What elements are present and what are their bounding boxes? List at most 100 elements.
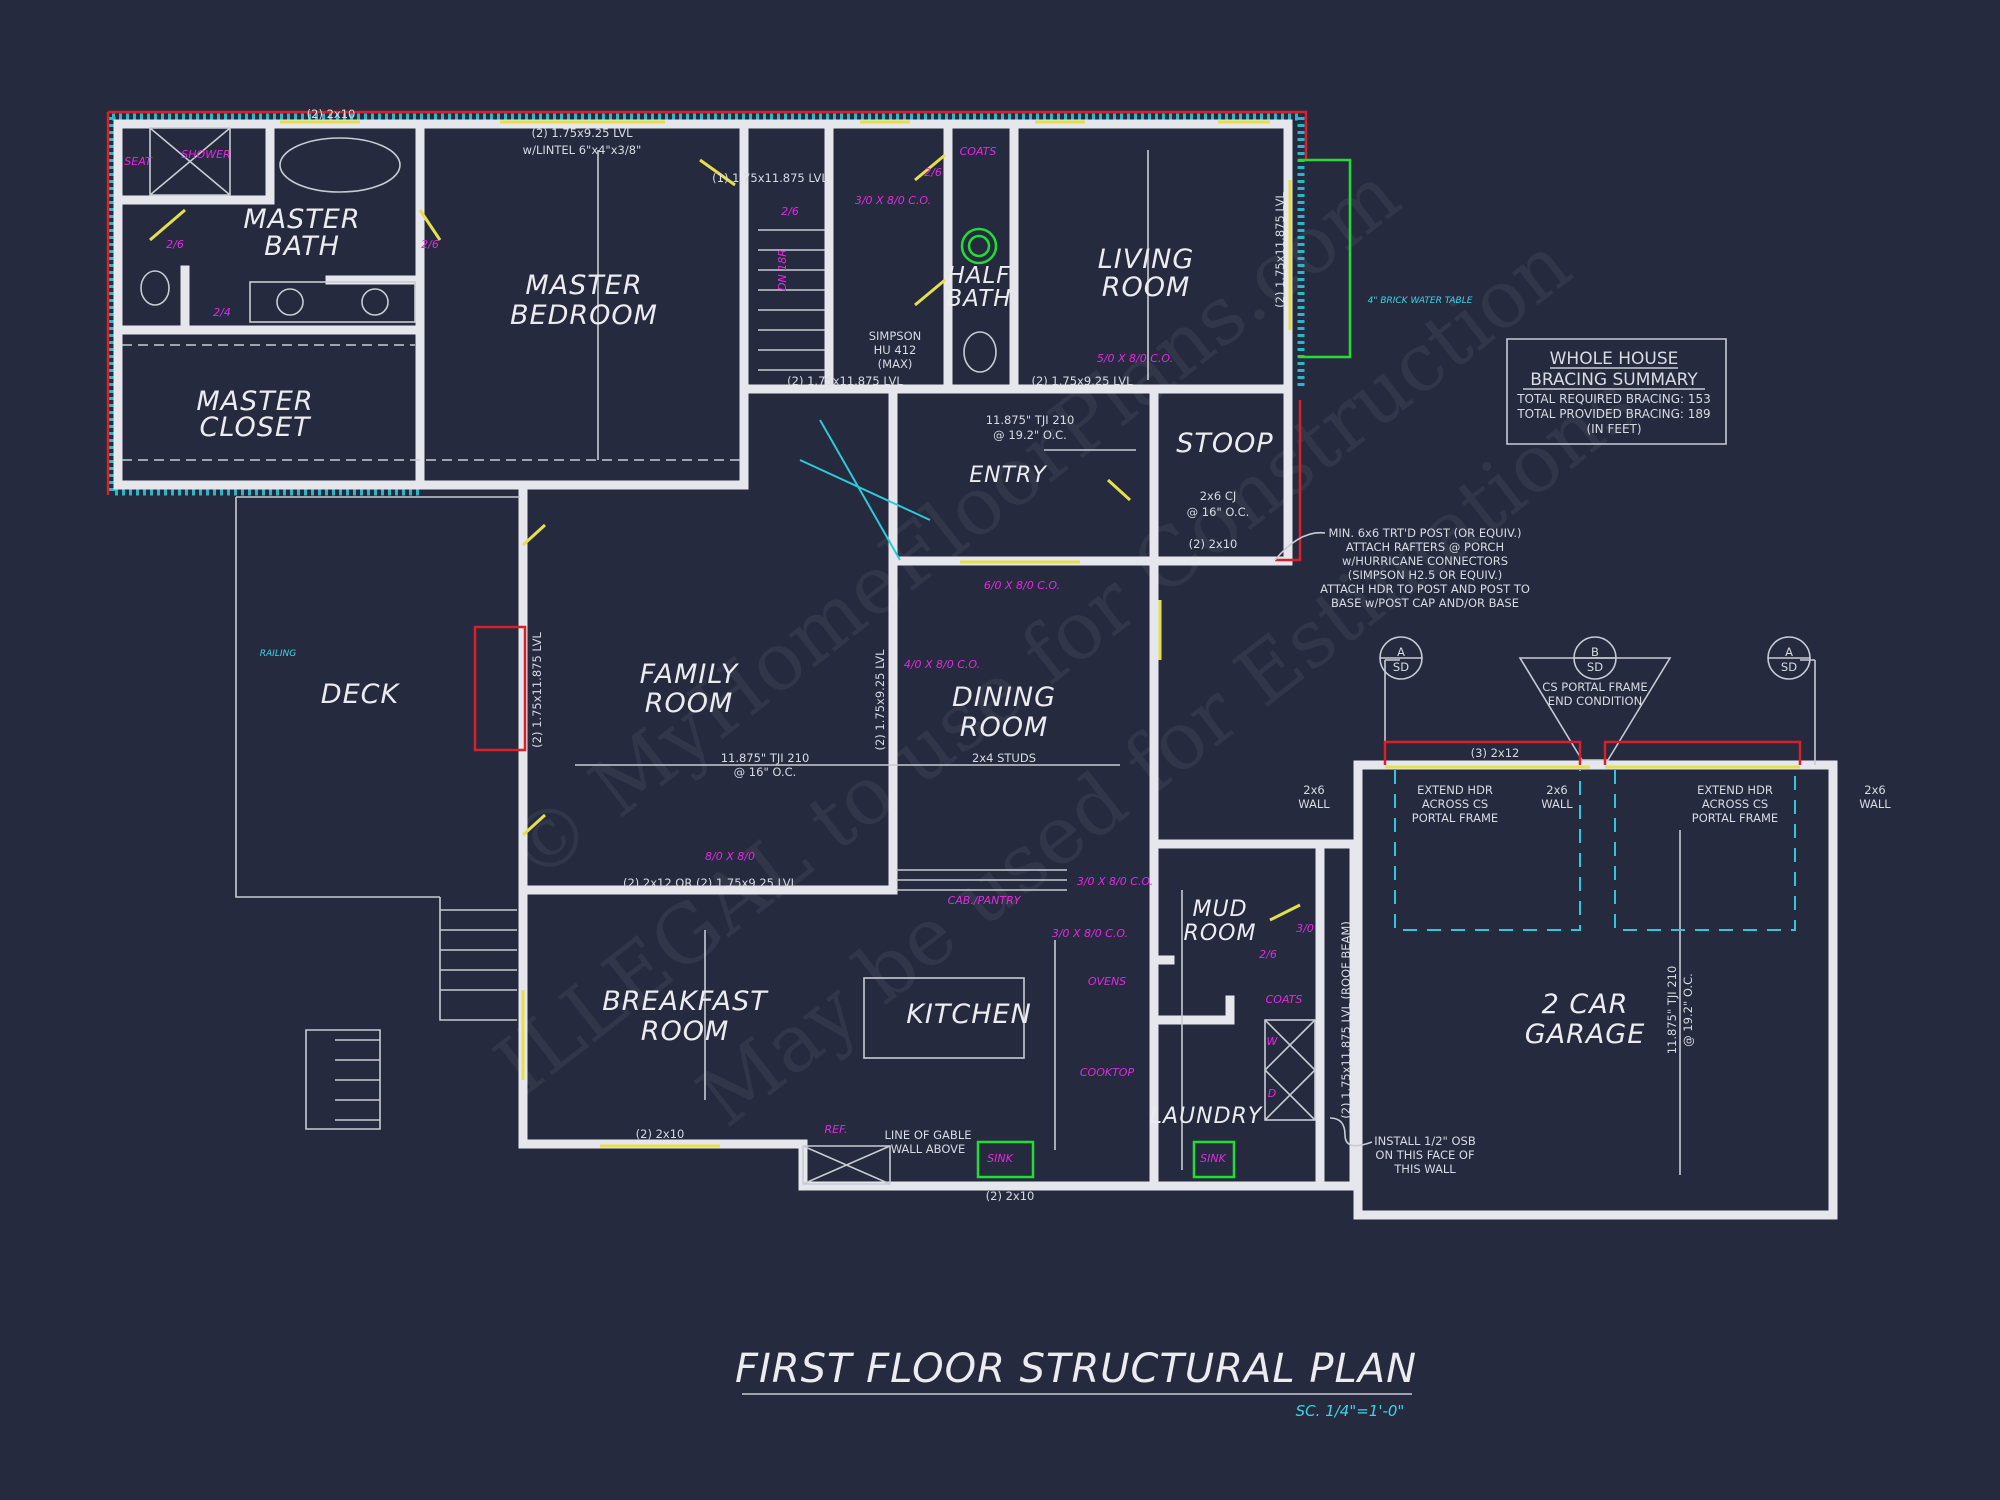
post-note-line: (SIMPSON H2.5 OR EQUIV.): [1348, 568, 1503, 582]
watermark: © MyHomeFloorPlans.com ILLEGAL to use fo…: [478, 148, 1653, 1145]
annotation: SINK: [1200, 1152, 1226, 1165]
room-family: ROOM: [645, 688, 734, 719]
room-entry: ENTRY: [969, 463, 1047, 488]
roof-beam-note: (2) 1.75x11.875 LVL (ROOF BEAM): [1339, 921, 1353, 1119]
post-note-line: w/HURRICANE CONNECTORS: [1342, 554, 1508, 568]
annotation: 3/0 X 8/0 C.O.: [1052, 927, 1128, 940]
note: 11.875" TJI 210: [721, 751, 810, 765]
note: @ 16" O.C.: [734, 765, 797, 779]
room-labels: MASTER BATH MASTER BEDROOM MASTER CLOSET…: [196, 204, 1646, 1129]
wall-note: 2x6: [1546, 783, 1567, 797]
annotation: SEAT: [124, 155, 153, 168]
annotation: 3/0: [1296, 922, 1314, 935]
room-master-closet: CLOSET: [199, 412, 312, 443]
post-note: MIN. 6x6 TRT'D POST (OR EQUIV.) ATTACH R…: [1274, 526, 1530, 610]
room-breakfast: ROOM: [641, 1016, 730, 1047]
note: 2x4 STUDS: [972, 751, 1036, 765]
annotation: CAB./PANTRY: [948, 894, 1022, 907]
note: @ 16" O.C.: [1187, 505, 1250, 519]
plan-scale: SC. 1/4"=1'-0": [1296, 1402, 1405, 1420]
note: 2x6 CJ: [1200, 489, 1237, 503]
post-note-line: ATTACH RAFTERS @ PORCH: [1346, 540, 1504, 554]
note: (2) 2x12 OR (2) 1.75x9.25 LVL: [623, 876, 798, 890]
annotation: 4/0 X 8/0 C.O.: [904, 658, 980, 671]
note: (2) 1.75x9.25 LVL: [873, 649, 887, 751]
annotation: SINK: [987, 1152, 1013, 1165]
room-mud: MUD: [1192, 897, 1247, 922]
annotation: 2/6: [166, 238, 184, 251]
room-master-bedroom: MASTER: [525, 270, 642, 301]
note: (2) 2x10: [986, 1189, 1035, 1203]
cyan-notes: 4" BRICK WATER TABLE RAILING: [260, 296, 1473, 659]
room-dining: DINING: [952, 682, 1056, 713]
room-garage: GARAGE: [1525, 1019, 1646, 1050]
extend-hdr-note: ACROSS CS: [1422, 797, 1488, 811]
post-note-line: BASE w/POST CAP AND/OR BASE: [1331, 596, 1519, 610]
annotation: 5/0 X 8/0 C.O.: [1097, 352, 1173, 365]
note: (2) 1.75x11.875 LVL: [530, 632, 544, 748]
osb-note: ON THIS FACE OF: [1375, 1148, 1474, 1162]
annotation: COATS: [960, 145, 997, 158]
note: WALL ABOVE: [891, 1142, 966, 1156]
note: HU 412: [874, 343, 917, 357]
annotation: 3/0 X 8/0 C.O.: [855, 194, 931, 207]
note: 11.875" TJI 210: [986, 413, 1075, 427]
section-marker: A: [1397, 645, 1405, 659]
extend-hdr-note: PORTAL FRAME: [1412, 811, 1498, 825]
note: (2) 1.75x11.875 LVL: [1273, 192, 1287, 308]
extend-hdr-note: EXTEND HDR: [1417, 783, 1493, 797]
portal-note: END CONDITION: [1548, 694, 1642, 708]
annotation: 8/0 X 8/0: [705, 850, 755, 863]
room-mud: ROOM: [1184, 921, 1257, 946]
bracing-required: TOTAL REQUIRED BRACING: 153: [1516, 392, 1711, 406]
exterior-wall-hatching: [106, 110, 1308, 1186]
note: @ 19.2" O.C.: [993, 428, 1067, 442]
annotation: COOKTOP: [1080, 1066, 1135, 1079]
bracing-provided: TOTAL PROVIDED BRACING: 189: [1516, 407, 1710, 421]
annotation: SHOWER: [181, 148, 230, 161]
bracing-title: BRACING SUMMARY: [1530, 370, 1698, 390]
extend-hdr-note: ACROSS CS: [1702, 797, 1768, 811]
annotation: 2/6: [421, 238, 439, 251]
annotation: COATS: [1266, 993, 1303, 1006]
note: SIMPSON: [869, 329, 922, 343]
note: (2) 2x10: [307, 107, 356, 121]
annotation: 2/4: [213, 306, 231, 319]
annotations: SHOWER SEAT DN 18R COATS COATS OVENS COO…: [124, 145, 1314, 1165]
annotation: 2/6: [1259, 948, 1277, 961]
garage-joists: @ 19.2" O.C.: [1681, 973, 1695, 1047]
room-living: LIVING: [1098, 244, 1195, 275]
post-note-line: MIN. 6x6 TRT'D POST (OR EQUIV.): [1328, 526, 1521, 540]
water-table-note: 4" BRICK WATER TABLE: [1368, 296, 1473, 306]
garage-header: (3) 2x12: [1471, 746, 1520, 760]
wall-note: 2x6: [1864, 783, 1885, 797]
room-stoop: STOOP: [1176, 428, 1273, 459]
section-marker: A: [1785, 645, 1793, 659]
room-master-bath: BATH: [264, 231, 340, 262]
note: w/LINTEL 6"x4"x3/8": [523, 143, 642, 157]
room-dining: ROOM: [960, 712, 1049, 743]
room-family: FAMILY: [640, 659, 740, 690]
wall-note: WALL: [1859, 797, 1891, 811]
room-master-closet: MASTER: [196, 386, 313, 417]
wall-note: 2x6: [1303, 783, 1324, 797]
annotation: 6/0 X 8/0 C.O.: [984, 579, 1060, 592]
wall-note: WALL: [1298, 797, 1330, 811]
note: (2) 1.75x9.25 LVL: [531, 126, 633, 140]
osb-note: INSTALL 1/2" OSB: [1374, 1134, 1476, 1148]
note: (2) 1.75x11.875 LVL: [787, 374, 903, 388]
annotation: 2/6: [924, 166, 942, 179]
section-marker: SD: [1587, 660, 1603, 674]
note: (1) 1.75x11.875 LVL: [712, 171, 828, 185]
interior-detail-lines: [122, 127, 1816, 1395]
note: (2) 2x10: [636, 1127, 685, 1141]
extend-hdr-note: EXTEND HDR: [1697, 783, 1773, 797]
structural-notes: (2) 2x10 (2) 1.75x9.25 LVL w/LINTEL 6"x4…: [307, 107, 1287, 1203]
extend-hdr-note: PORTAL FRAME: [1692, 811, 1778, 825]
bracing-units: (IN FEET): [1586, 422, 1641, 436]
room-garage: 2 CAR: [1542, 989, 1629, 1020]
garage-joists: 11.875" TJI 210: [1665, 966, 1679, 1055]
plan-title: FIRST FLOOR STRUCTURAL PLAN: [735, 1346, 1417, 1392]
section-marker: B: [1591, 645, 1599, 659]
